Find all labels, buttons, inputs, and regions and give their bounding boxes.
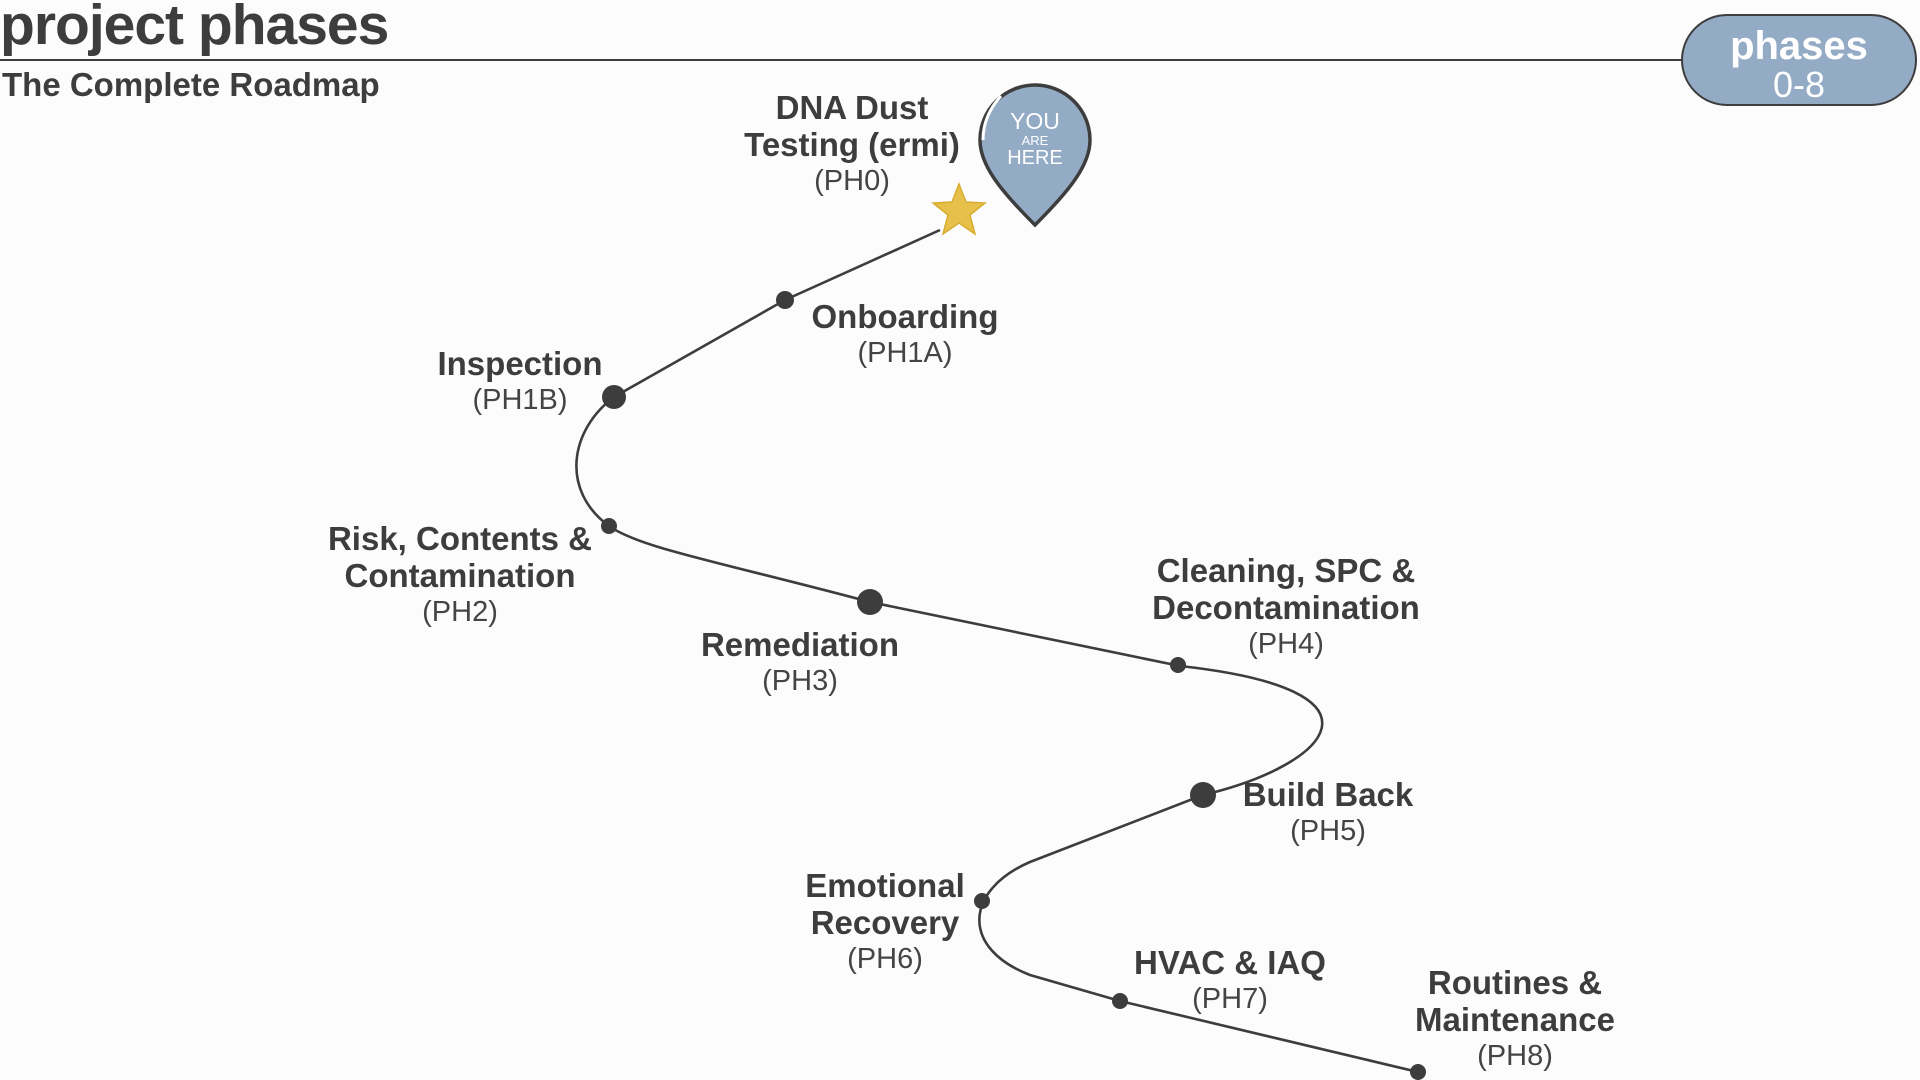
you-are-here-pin: YOU ARE HERE — [978, 83, 1092, 228]
phase-marker-8 — [1112, 993, 1128, 1009]
phase-label-ph7: HVAC & IAQ (PH7) — [1110, 944, 1350, 1017]
phase-label-ph4: Cleaning, SPC & Decontamination (PH4) — [1136, 552, 1436, 662]
phase-code: (PH5) — [1290, 815, 1366, 847]
phase-name-line: Risk, Contents & — [327, 520, 593, 557]
phase-code: (PH8) — [1477, 1040, 1553, 1072]
phase-marker-0 — [930, 181, 988, 236]
phase-label-ph3: Remediation (PH3) — [680, 626, 920, 699]
roadmap-path — [575, 228, 1419, 1074]
phase-name-line: Testing (ermi) — [744, 126, 960, 163]
page-title: project phases — [0, 0, 389, 57]
phase-code: (PH0) — [814, 165, 890, 197]
phase-code: (PH7) — [1192, 983, 1268, 1015]
phase-name-line: Onboarding — [811, 298, 999, 335]
phase-code: (PH6) — [847, 943, 923, 975]
star-icon — [930, 181, 988, 236]
phase-name-line: Inspection — [437, 345, 603, 382]
phase-label-ph1b: Inspection (PH1B) — [400, 345, 640, 418]
phase-marker-5 — [1170, 657, 1186, 673]
phase-name-line: Emotional — [805, 867, 965, 904]
phase-label-ph2: Risk, Contents & Contamination (PH2) — [310, 520, 610, 630]
phase-code: (PH2) — [422, 596, 498, 628]
phase-name-line: Remediation — [700, 626, 900, 663]
badge-line-1: phases — [1730, 24, 1868, 68]
phase-name-line: Recovery — [810, 904, 960, 941]
pin-text-you: YOU — [1010, 108, 1060, 134]
phase-code: (PH1A) — [857, 337, 953, 369]
phase-name-line: Decontamination — [1152, 589, 1420, 626]
phase-name-line: Routines & — [1427, 964, 1603, 1001]
pin-text-are: ARE — [1022, 133, 1049, 148]
phase-marker-9 — [1410, 1064, 1426, 1080]
title-divider — [0, 59, 1690, 61]
page-subtitle: The Complete Roadmap — [2, 66, 380, 103]
phase-name-line: Build Back — [1242, 776, 1414, 813]
pin-text-here: HERE — [1007, 147, 1063, 169]
phases-badge: phases 0-8 — [1681, 14, 1917, 106]
phase-label-ph1a: Onboarding (PH1A) — [780, 298, 1030, 371]
phase-code: (PH3) — [762, 665, 838, 697]
phase-name-line: Maintenance — [1415, 1001, 1615, 1038]
phase-label-ph5: Build Back (PH5) — [1228, 776, 1428, 849]
phase-code: (PH4) — [1248, 628, 1324, 660]
phase-name-line: Contamination — [344, 557, 576, 594]
phase-name-line: HVAC & IAQ — [1134, 944, 1326, 981]
badge-line-2: 0-8 — [1772, 64, 1826, 105]
phase-marker-2 — [602, 385, 626, 409]
phase-marker-3 — [601, 518, 617, 534]
phase-label-ph6: Emotional Recovery (PH6) — [785, 867, 985, 977]
phase-marker-1 — [776, 291, 794, 309]
phase-label-ph0: DNA Dust Testing (ermi) (PH0) — [702, 89, 1002, 199]
phase-marker-4 — [857, 589, 883, 615]
phase-name-line: DNA Dust — [775, 89, 929, 126]
phase-marker-6 — [1190, 782, 1216, 808]
phase-code: (PH1B) — [472, 384, 568, 416]
map-pin-icon — [978, 83, 1092, 228]
phase-marker-7 — [974, 893, 990, 909]
phase-name-line: Cleaning, SPC & — [1156, 552, 1416, 589]
phase-label-ph8: Routines & Maintenance (PH8) — [1390, 964, 1640, 1074]
